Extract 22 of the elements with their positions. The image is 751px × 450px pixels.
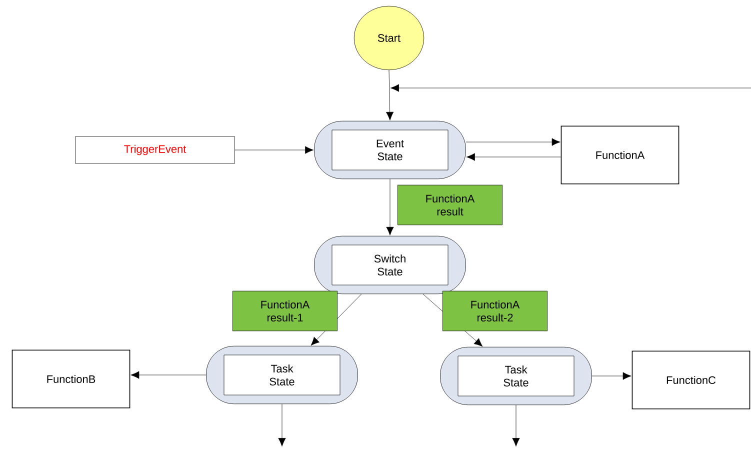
edge-label: FunctionA result-1 bbox=[232, 290, 338, 332]
arrow bbox=[592, 372, 632, 380]
arrow bbox=[310, 294, 362, 346]
arrow bbox=[130, 371, 206, 379]
state-capsule: Event State bbox=[314, 120, 466, 180]
arrow bbox=[466, 138, 560, 146]
function-box: FunctionB bbox=[12, 350, 130, 408]
function-box: FunctionC bbox=[632, 350, 750, 410]
state-capsule: Task State bbox=[206, 346, 358, 404]
edge-label: FunctionA result bbox=[398, 184, 502, 226]
arrow bbox=[234, 146, 314, 154]
state-capsule: Task State bbox=[440, 346, 592, 406]
arrow bbox=[390, 84, 751, 92]
arrow bbox=[386, 70, 394, 120]
trigger-box: TriggerEvent bbox=[75, 136, 235, 164]
state-capsule: Switch State bbox=[314, 236, 466, 294]
arrow bbox=[466, 153, 562, 161]
arrow bbox=[386, 178, 394, 236]
edge-label: FunctionA result-2 bbox=[442, 290, 548, 332]
arrow bbox=[278, 404, 286, 446]
arrow bbox=[512, 404, 520, 446]
function-box: FunctionA bbox=[560, 126, 680, 184]
